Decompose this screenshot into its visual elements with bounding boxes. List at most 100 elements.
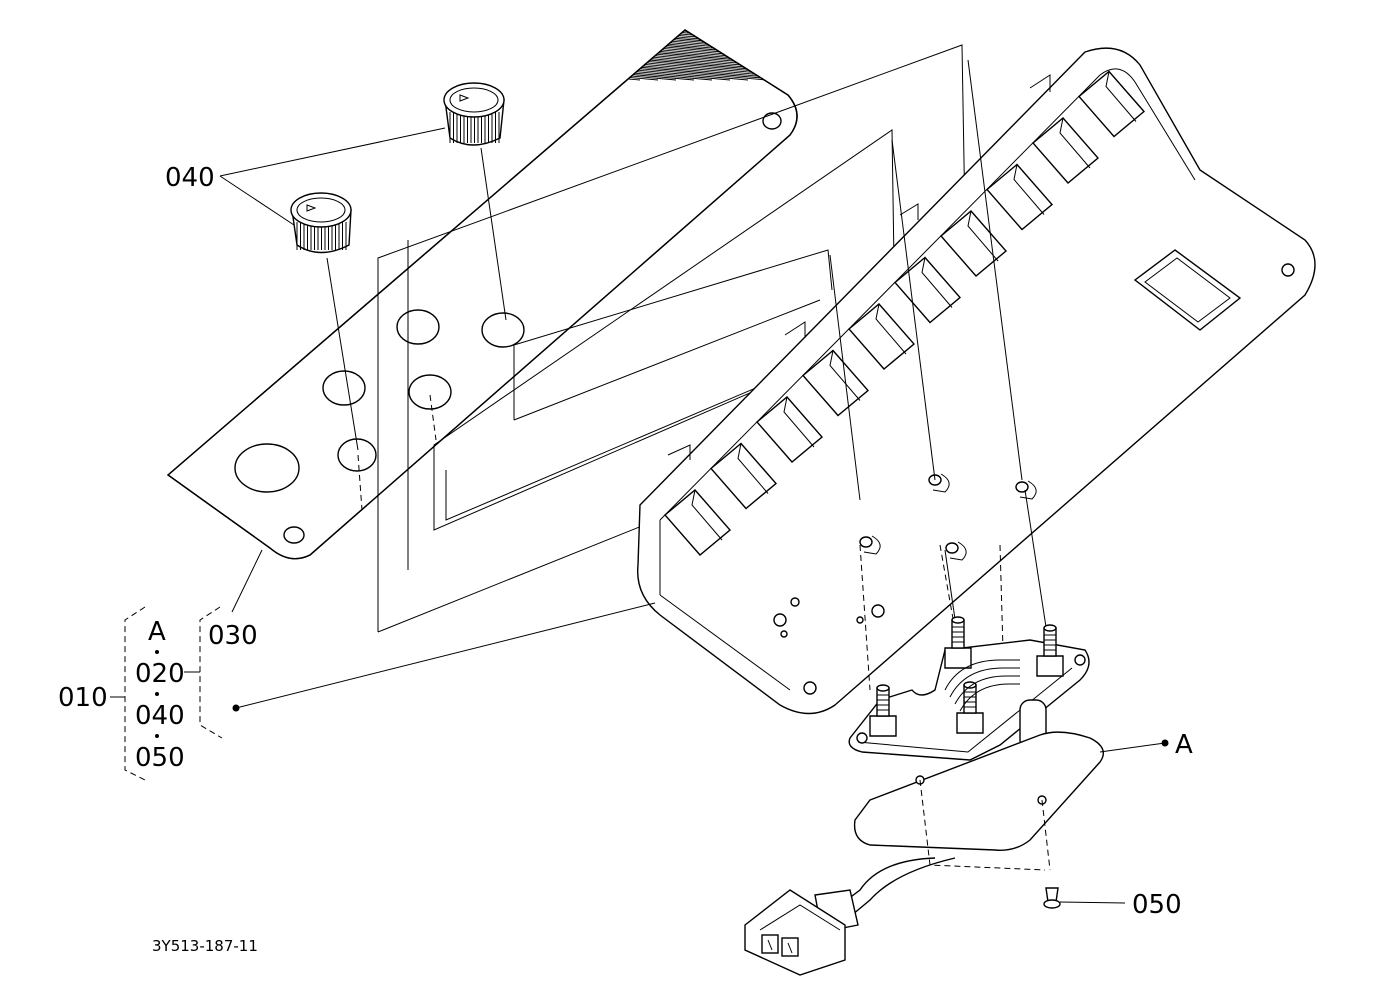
hatch-line [693, 30, 798, 81]
hatch-line [297, 30, 798, 81]
backing-plate [853, 731, 1104, 871]
hatch-line [168, 30, 605, 81]
hatch-line [168, 30, 497, 81]
switch-slot [802, 349, 869, 417]
switch-slot [756, 396, 823, 463]
screw-050 [1043, 887, 1061, 909]
hatch-line [946, 0, 1380, 80]
switch-slot-inner [1059, 117, 1091, 169]
clip-arm [949, 541, 967, 561]
hatch-line [171, 30, 798, 81]
hatch-line [168, 30, 353, 81]
hatch-line [168, 30, 443, 81]
hatch-line [168, 30, 407, 81]
clip-arm [863, 535, 881, 555]
hatch-line [729, 30, 798, 81]
part-number: 3Y513-187-11 [152, 937, 258, 955]
hatch-line [168, 30, 659, 81]
hatch-line [1108, 0, 1380, 80]
hatch-line [387, 30, 798, 81]
switch-slot-inner [691, 489, 723, 541]
hatch-line [1144, 0, 1380, 80]
label-group-a: A [148, 617, 166, 647]
hatch-line [168, 30, 515, 81]
hatch-line [441, 30, 798, 81]
hatch-line [168, 30, 798, 81]
hatch-line [168, 30, 551, 81]
hatch-line [168, 30, 587, 81]
label-assembly-010: 010 [58, 683, 108, 713]
hatch-line [225, 30, 798, 81]
pot-shaft [1043, 627, 1057, 657]
label-screw-050: 050 [1132, 890, 1182, 920]
hatch-line [168, 30, 425, 81]
pot-tip [876, 684, 890, 692]
pot-body [869, 715, 897, 737]
switch-slot [986, 163, 1053, 231]
label-ref-a: A [1175, 730, 1193, 760]
hatch-line [964, 0, 1380, 80]
hatch-line [168, 30, 281, 81]
switch-slot-inner [829, 350, 861, 401]
hatch-line [657, 30, 798, 81]
pot-shaft [876, 687, 890, 717]
hatch-line [711, 30, 798, 81]
hatch-line [423, 30, 798, 81]
label-knob-040: 040 [165, 163, 215, 193]
switch-slot [1078, 70, 1145, 138]
hatch-line [477, 30, 798, 81]
hatch-line [168, 30, 798, 81]
hatch-line [168, 30, 798, 81]
hatch-line [982, 0, 1380, 80]
clip-ring [1015, 481, 1029, 493]
label-group-020: 020 [135, 659, 185, 689]
hatch-line [168, 30, 569, 81]
hatch-line [168, 30, 641, 81]
leader-lines [110, 127, 1169, 904]
hatch-line [1000, 0, 1380, 80]
hatch-line [168, 30, 623, 81]
hatch-line [168, 30, 798, 81]
switch-slot-inner [783, 396, 815, 448]
circuit-board [848, 616, 1090, 761]
pot-tip [963, 681, 977, 689]
hatch-line [495, 30, 798, 81]
hatch-line [168, 30, 317, 81]
hatch-line [675, 30, 798, 81]
switch-slot-inner [967, 210, 999, 262]
hatch-line [928, 0, 1380, 80]
hatch-line [168, 30, 713, 81]
hatch-line [168, 30, 389, 81]
hatch-line [1162, 0, 1380, 80]
hatch-line [168, 30, 533, 81]
switch-slot [940, 210, 1007, 277]
hatch-line [168, 30, 798, 81]
switch-slot [664, 489, 731, 556]
hatch-line [243, 30, 798, 81]
pot-body [956, 712, 984, 734]
hatch-line [459, 30, 798, 81]
hatch-line [168, 30, 749, 81]
switch-slot-inner [1013, 164, 1045, 215]
switch-slot-inner [875, 303, 907, 355]
hatch-line [168, 30, 335, 81]
switch-slot-inner [921, 257, 953, 308]
hatch-line [168, 30, 798, 81]
clip-arm [1019, 480, 1037, 500]
hatch-line [168, 30, 479, 81]
hatch-line [168, 30, 798, 81]
clip-arm [932, 473, 950, 493]
pot-tip [1043, 624, 1057, 632]
hatch-line [405, 30, 798, 81]
hatch-line [168, 30, 677, 81]
label-group-040: 040 [135, 701, 185, 731]
pot-shaft [951, 619, 965, 649]
hatch-line [168, 30, 731, 81]
pot-body [1036, 655, 1064, 677]
switch-slot-inner [1105, 71, 1137, 122]
label-decal-030: 030 [208, 621, 258, 651]
hatch-line [168, 30, 461, 81]
harness-connector [744, 857, 956, 976]
